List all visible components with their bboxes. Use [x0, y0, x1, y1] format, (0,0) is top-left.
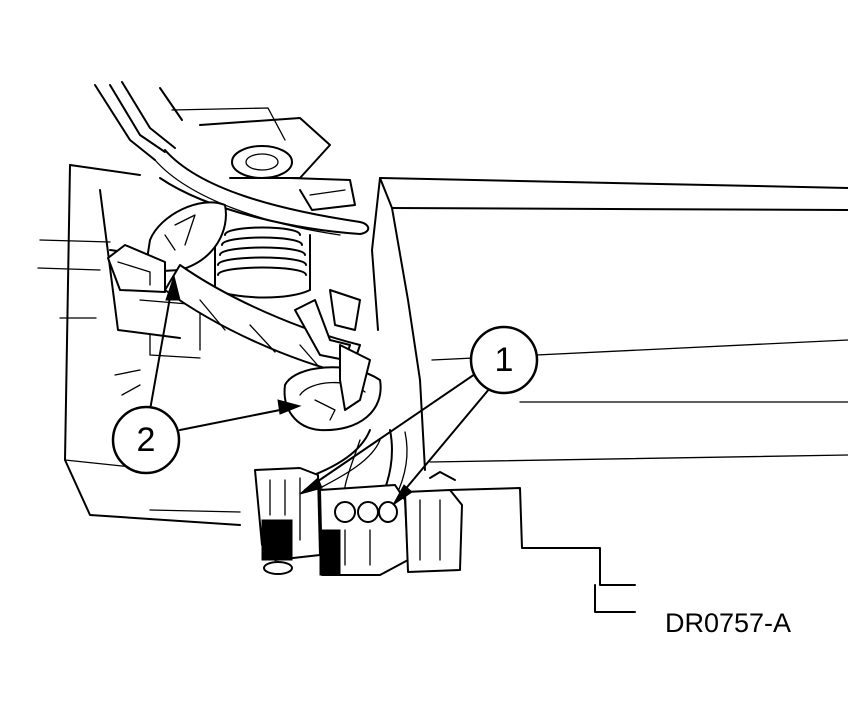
column-bellows — [214, 226, 311, 299]
callout-2-label: 2 — [137, 421, 156, 459]
electrical-connector-left — [254, 467, 321, 575]
figure-id: DR0757-A — [665, 608, 791, 638]
electrical-connector-right — [319, 484, 409, 576]
retainer-clip-upper — [107, 201, 227, 293]
callout-1-leaders — [299, 371, 491, 506]
column-top-assembly — [94, 81, 370, 299]
callout-2-leaders — [149, 274, 302, 431]
callout-1: 1 — [469, 325, 539, 395]
callout-2: 2 — [111, 405, 181, 475]
retainer-clip-lower — [283, 344, 382, 432]
mounting-bracket-right — [404, 471, 463, 573]
steering-shaft — [164, 264, 361, 376]
callout-1-label: 1 — [495, 341, 514, 379]
